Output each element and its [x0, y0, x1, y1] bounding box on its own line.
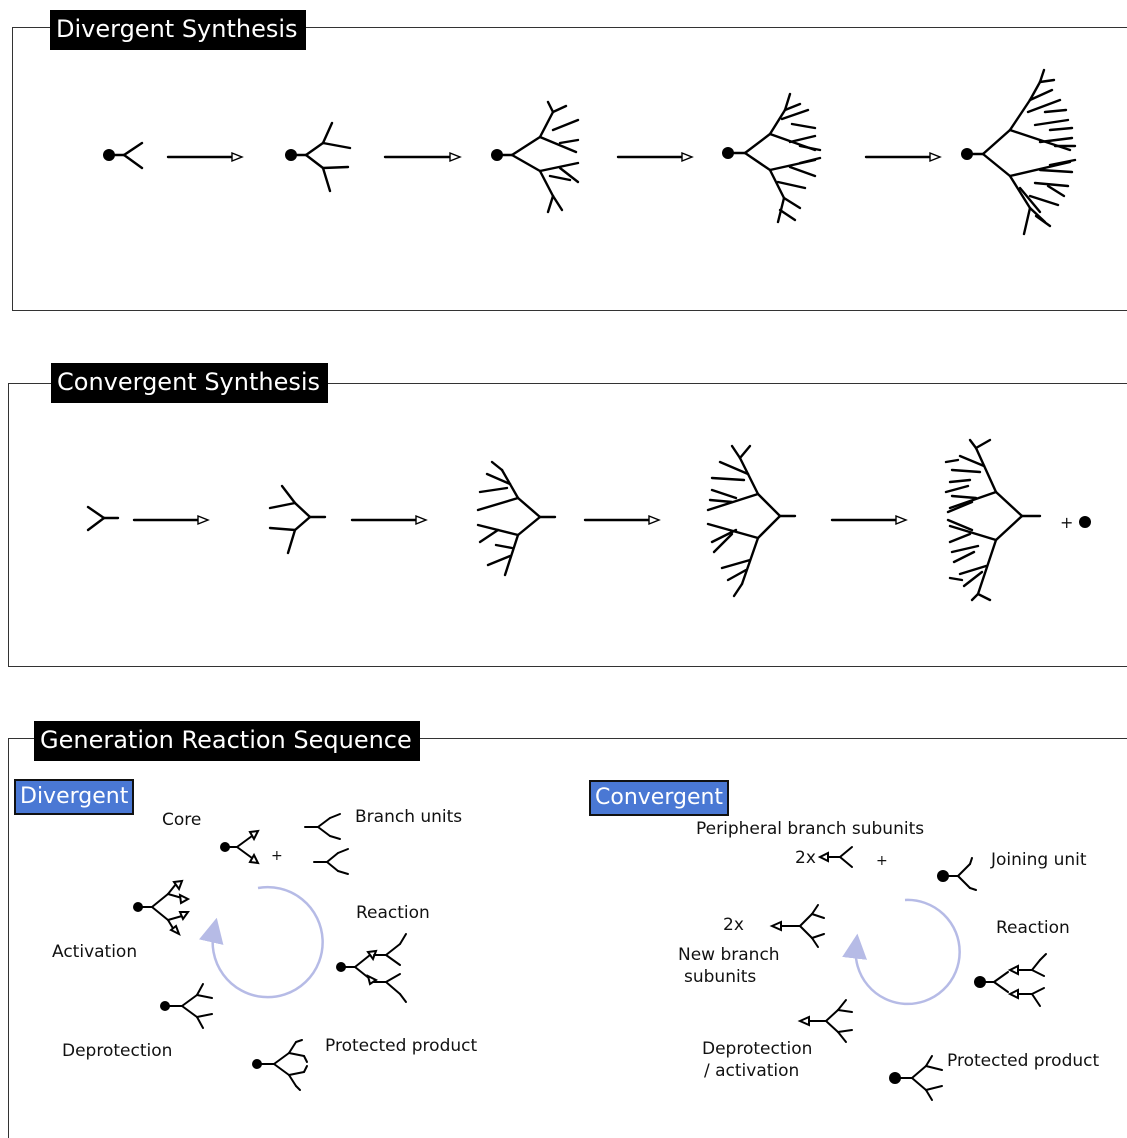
generation-sequence-title: Generation Reaction Sequence	[34, 721, 420, 761]
conv-arrow-1	[132, 514, 210, 526]
new-branch-label-1: New branch	[678, 945, 780, 965]
arrow-4	[864, 151, 942, 163]
branch-unit-top	[304, 813, 341, 840]
branch-unit-bottom	[313, 848, 349, 875]
divergent-tag: Divergent	[14, 779, 135, 815]
activated-molecule	[133, 879, 191, 937]
conv-deprotected-molecule	[797, 999, 853, 1043]
div-reaction-label: Reaction	[356, 903, 430, 923]
peripheral-subunits-label: Peripheral branch subunits	[696, 819, 925, 839]
twox-left-label: 2x	[723, 915, 744, 935]
deprotected-molecule	[160, 983, 213, 1029]
conv-arrow-3	[583, 514, 661, 526]
conv-arrow-4	[830, 514, 908, 526]
arrow-2	[383, 151, 462, 163]
div-deprotection-label: Deprotection	[62, 1041, 173, 1061]
convergent-cycle-arrow	[842, 898, 961, 1006]
generation-sequence-panel	[8, 738, 1127, 1138]
joining-unit-label: Joining unit	[991, 850, 1087, 870]
conv-reaction-molecule	[974, 953, 1047, 1007]
dendrimer-gen1	[285, 121, 352, 193]
core-dot	[1079, 516, 1091, 528]
div-plus-label: +	[271, 848, 283, 864]
conv-deprotection-label-1: Deprotection	[702, 1039, 813, 1059]
dendrimer-gen4	[961, 68, 1077, 236]
arrow-3	[616, 151, 694, 163]
branch-units-label: Branch units	[355, 807, 463, 827]
conv-plus-label: +	[876, 853, 888, 869]
joining-unit-molecule	[937, 857, 977, 891]
branch-gen4	[944, 438, 1042, 602]
branch-gen3	[706, 444, 797, 598]
core-label: Core	[162, 810, 202, 830]
branch-gen0	[86, 505, 120, 532]
divergent-synthesis-diagram	[103, 68, 1077, 236]
dendrimer-gen2	[491, 100, 580, 214]
reaction-molecule	[336, 933, 407, 1003]
convergent-tag: Convergent	[589, 780, 730, 816]
conv-reaction-label: Reaction	[996, 918, 1070, 938]
core-molecule	[220, 829, 260, 865]
divergent-cycle-arrow	[199, 885, 324, 999]
divergent-synthesis-panel	[12, 27, 1127, 311]
convergent-synthesis-diagram	[86, 438, 1091, 602]
conv-deprotection-label-2: / activation	[704, 1061, 800, 1081]
twox-top-label: 2x	[795, 848, 816, 868]
div-protected-product-label: Protected product	[325, 1036, 478, 1056]
new-branch-label-2: subunits	[684, 967, 757, 987]
branch-gen2	[476, 460, 557, 577]
divergent-synthesis-title: Divergent Synthesis	[50, 10, 306, 50]
convergent-synthesis-panel	[8, 383, 1127, 667]
arrow-1	[166, 151, 244, 163]
plus-core-label: +	[1060, 513, 1074, 532]
new-branch-molecule	[769, 904, 825, 948]
convergent-synthesis-title: Convergent Synthesis	[51, 363, 329, 403]
conv-protected-product-molecule	[889, 1055, 943, 1101]
conv-protected-product-label: Protected product	[947, 1051, 1100, 1071]
activation-label: Activation	[52, 942, 138, 962]
protected-product-molecule	[252, 1039, 308, 1091]
branch-gen1	[268, 484, 327, 555]
dendrimer-gen3	[722, 92, 822, 224]
dendrimer-gen0	[103, 141, 144, 170]
peripheral-subunit-molecule	[817, 846, 853, 868]
conv-arrow-2	[350, 514, 428, 526]
